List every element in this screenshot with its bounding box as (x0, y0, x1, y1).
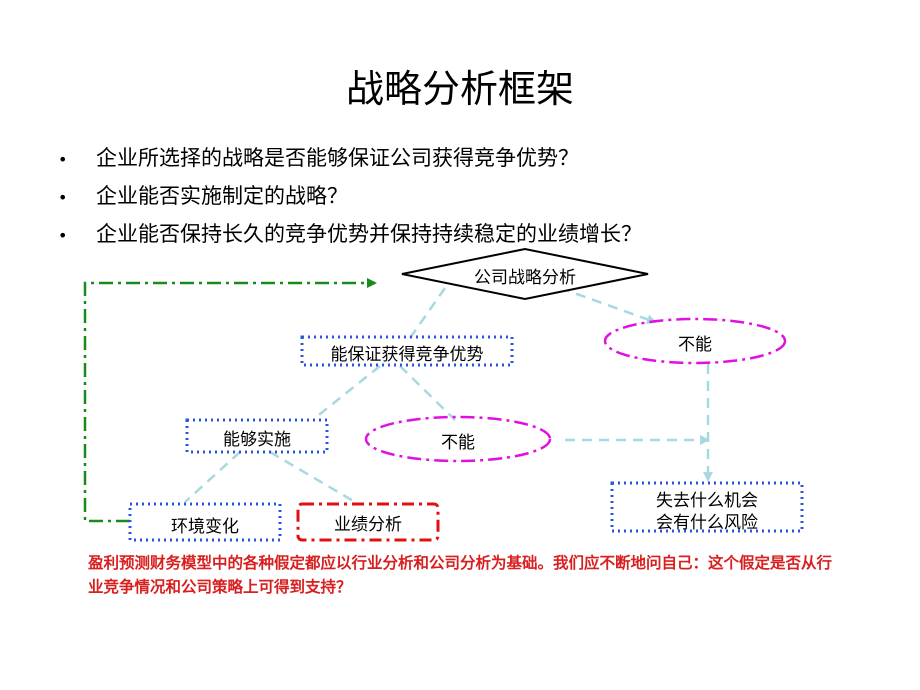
implement-no-label: 不能 (441, 433, 475, 453)
bullet-dot-icon: • (58, 188, 68, 207)
implement-box (185, 418, 329, 454)
advantage-yes-label: 能保证获得竞争优势 (330, 345, 484, 365)
bullet-item: • 企业所选择的战略是否能够保证公司获得竞争优势？ (58, 143, 642, 181)
feedback-loop-arrow (83, 278, 377, 523)
performance-analysis-label: 业绩分析 (334, 515, 402, 535)
slide-title: 战略分析框架 (345, 67, 574, 111)
env-change-label: 环境变化 (171, 517, 239, 537)
implement-no-ellipse (364, 415, 552, 463)
bullet-item: • 企业能否实施制定的战略？ (58, 181, 642, 219)
bullet-text: 企业能否实施制定的战略？ (96, 184, 348, 208)
connector-implement-env (184, 451, 241, 503)
risk-line1-label: 失去什么机会 (656, 491, 758, 511)
bullet-dot-icon: • (58, 226, 68, 245)
root-diamond-shape (401, 247, 649, 301)
bullet-text: 企业所选择的战略是否能够保证公司获得竞争优势？ (96, 146, 579, 170)
bullet-dot-icon: • (58, 150, 68, 169)
performance-box (296, 502, 440, 542)
assumption-note: 盈利预测财务模型中的各种假定都应以行业分析和公司分析为基础。我们应不断地问自己：… (88, 554, 833, 596)
bullet-list: • 企业所选择的战略是否能够保证公司获得竞争优势？ • 企业能否实施制定的战略？ •… (58, 143, 642, 257)
connector-root-advantage (408, 287, 447, 339)
bullet-item: • 企业能否保持长久的竞争优势并保持持续稳定的业绩增长？ (58, 219, 642, 257)
connector-implement-perf (269, 450, 356, 504)
env-change-box (128, 502, 282, 542)
root-node-label: 公司战略分析 (474, 268, 576, 288)
advantage-no-ellipse (603, 317, 787, 365)
connector-root-no (559, 286, 657, 325)
connector-advantage-no (399, 365, 456, 421)
advantage-no-label: 不能 (678, 335, 712, 355)
advantage-box (300, 335, 514, 367)
risk-box (610, 481, 804, 533)
connector-advantage-implement (314, 365, 381, 419)
risk-line2-label: 会有什么风险 (656, 513, 758, 533)
implement-yes-label: 能够实施 (223, 430, 291, 450)
bullet-text: 企业能否保持长久的竞争优势并保持持续稳定的业绩增长？ (96, 222, 642, 246)
